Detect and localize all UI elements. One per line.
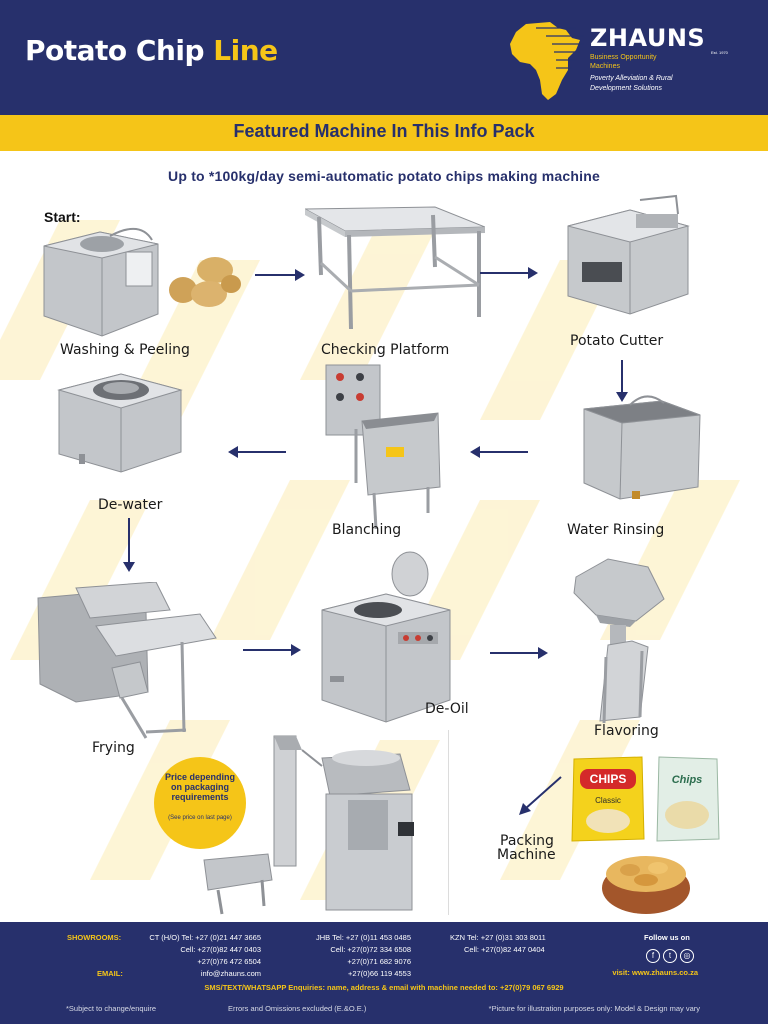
step-label-packing-1: Packing [500,833,554,849]
brand-name: ZHAUNS [590,24,706,52]
step-label-blanching: Blanching [332,522,402,538]
step-label-washing: Washing & Peeling [60,342,190,358]
water-rinsing-machine [583,395,701,500]
page-title: Potato Chip Line [25,34,278,67]
washing-peeling-machine [43,228,159,337]
disclaimer-subject: *Subject to change/enquire [66,1004,157,1013]
sms-enquiries: SMS/TEXT/WHATSAPP Enquiries: name, addre… [204,983,564,992]
frying-machine [37,582,217,739]
kzn-tel[interactable]: KZN Tel: +27 (0)31 303 8011 [450,933,546,942]
featured-heading: Featured Machine In This Info Pack [233,121,535,141]
chips-packet-image: CHIPS Classic [571,756,645,842]
email-label: EMAIL: [97,969,123,978]
divider [448,730,449,915]
step-label-dewater: De-water [98,497,163,513]
ct-cell-2[interactable]: +27(0)76 472 6504 [197,957,261,966]
potato-cutter-machine [567,194,690,315]
step-label-checking: Checking Platform [321,342,450,358]
chips-packet-flavor: Classic [595,796,621,805]
email-link[interactable]: info@zhauns.com [200,969,261,978]
packing-machine [203,735,414,915]
disclaimer-picture: *Picture for illustration purposes only:… [488,1004,700,1013]
step-label-flavoring: Flavoring [594,723,659,739]
arrow-left-icon [470,446,528,458]
checking-platform-table [305,206,485,330]
africa-map-icon [510,22,584,100]
brand-subtitle: Poverty Alleviation & Rural Development … [590,75,673,92]
arrow-down-icon [123,518,135,572]
ct-tel[interactable]: CT (H/O) Tel: +27 (0)21 447 3665 [149,933,261,942]
twitter-icon[interactable]: t [663,949,677,963]
jhb-tel[interactable]: JHB Tel: +27 (0)11 453 0485 [316,933,411,942]
price-badge: Price depending on packaging requirement… [154,757,246,849]
facebook-icon[interactable]: f [646,949,660,963]
de-water-machine [57,373,183,473]
header-banner [0,0,768,115]
kzn-cell[interactable]: Cell: +27(0)82 447 0404 [464,945,545,954]
start-label: Start: [44,209,81,225]
jhb-cell-2[interactable]: +27(0)71 682 9076 [347,957,411,966]
arrow-diagonal-icon [519,776,562,815]
page-title-accent: Line [213,34,278,67]
brand-logo[interactable]: ZHAUNS Est. 1970 Business Opportunity Ma… [506,18,756,108]
chips-bowl-image [602,856,690,914]
chips-packet-brand: CHIPS [590,772,627,786]
step-label-cutter: Potato Cutter [570,333,664,349]
arrow-right-icon [255,269,305,281]
blanching-machine [325,364,441,530]
potatoes-image [169,257,241,307]
jhb-cell-1[interactable]: Cell: +27(0)72 334 6508 [330,945,411,954]
chips-packet-2-brand: Chips [672,774,703,786]
machine-subtitle: Up to *100kg/day semi-automatic potato c… [168,168,600,184]
disclaimer-errors: Errors and Omissions excluded (E.&O.E.) [228,1004,367,1013]
de-oil-machine [321,551,451,723]
website-link[interactable]: visit: www.zhauns.co.za [612,968,698,977]
instagram-icon[interactable]: ◎ [680,949,694,963]
arrow-left-icon [228,446,286,458]
footer: SHOWROOMS: CT (H/O) Tel: +27 (0)21 447 3… [0,922,768,1024]
price-badge-note: (See price on last page) [168,815,232,821]
brand-tagline: Business Opportunity Machines [590,54,657,70]
step-label-rinsing: Water Rinsing [567,522,665,538]
jhb-cell-3[interactable]: +27(0)66 119 4553 [347,969,411,978]
flavoring-machine [573,558,665,724]
arrow-down-icon [616,360,628,402]
step-label-frying: Frying [92,740,135,756]
brand-est: Est. 1970 [711,50,728,55]
ct-cell-1[interactable]: Cell: +27(0)82 447 0403 [180,945,261,954]
step-label-packing-2: Machine [497,847,556,863]
arrow-right-icon [243,644,301,656]
showrooms-label: SHOWROOMS: [67,933,122,942]
price-badge-text: Price depending on packaging requirement… [164,772,235,802]
arrow-right-icon [480,267,538,279]
step-label-deoil: De-Oil [425,701,469,717]
follow-us: Follow us on [644,933,690,942]
arrow-right-icon [490,647,548,659]
featured-banner [0,115,768,151]
chips-packet-2-image: Chips [656,756,720,842]
